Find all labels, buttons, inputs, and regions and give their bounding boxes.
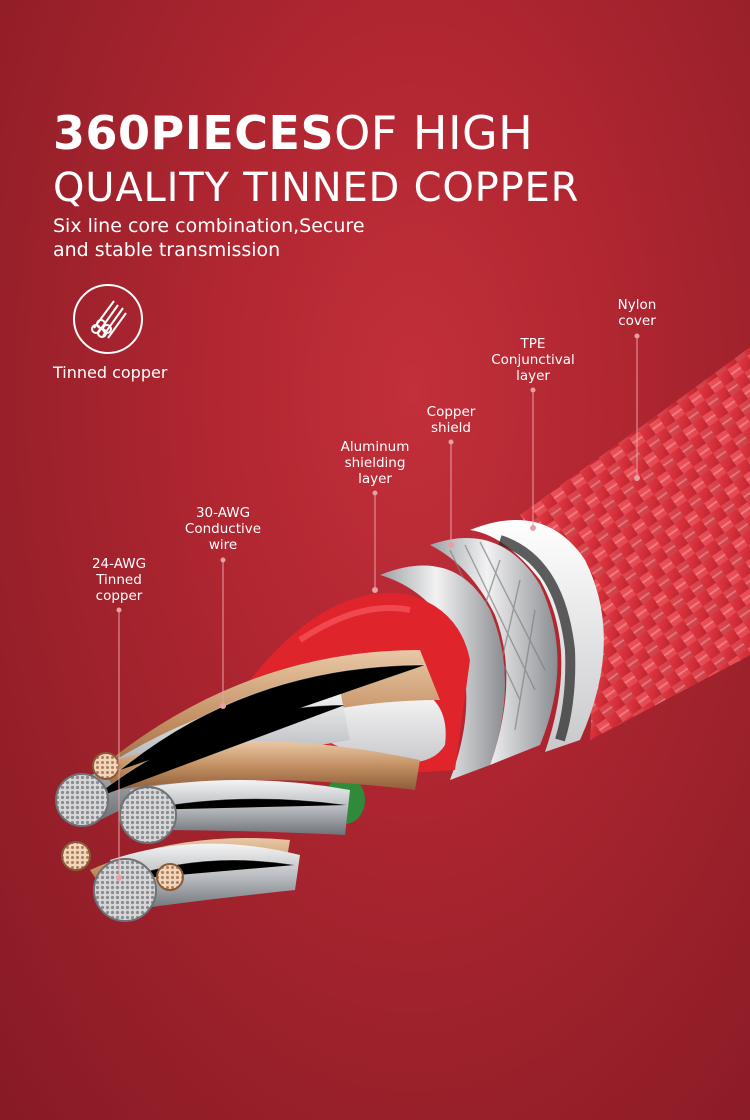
callout-conductive-wire: 30-AWG Conductive wire (184, 505, 262, 553)
callout-aluminum-shield: Aluminum shielding layer (340, 439, 410, 487)
feature-label: Tinned copper (53, 363, 168, 382)
headline-line-1: 360PIECESOF HIGH (53, 105, 579, 161)
headline-bold-part: 360PIECES (53, 106, 335, 160)
callout-copper-shield: Copper shield (426, 404, 476, 436)
nylon-cover (520, 347, 750, 740)
callout-nylon-cover: Nylon cover (617, 297, 657, 329)
subtitle: Six line core combination,Secure and sta… (53, 215, 365, 261)
strand-ends (55, 752, 184, 922)
callout-tinned-copper: 24-AWG Tinned copper (91, 556, 147, 604)
silver-bundle-bottom (110, 843, 300, 910)
headline-light-part: OF HIGH (334, 106, 534, 160)
headline-line-2: QUALITY TINNED COPPER (53, 165, 580, 211)
copper-shield (430, 538, 558, 765)
wire-bundle-icon (73, 284, 143, 354)
callout-tpe-layer: TPE Conjunctival layer (491, 336, 575, 384)
aluminum-shield (380, 565, 505, 780)
headline: 360PIECESOF HIGH QUALITY TINNED COPPER (53, 105, 579, 215)
